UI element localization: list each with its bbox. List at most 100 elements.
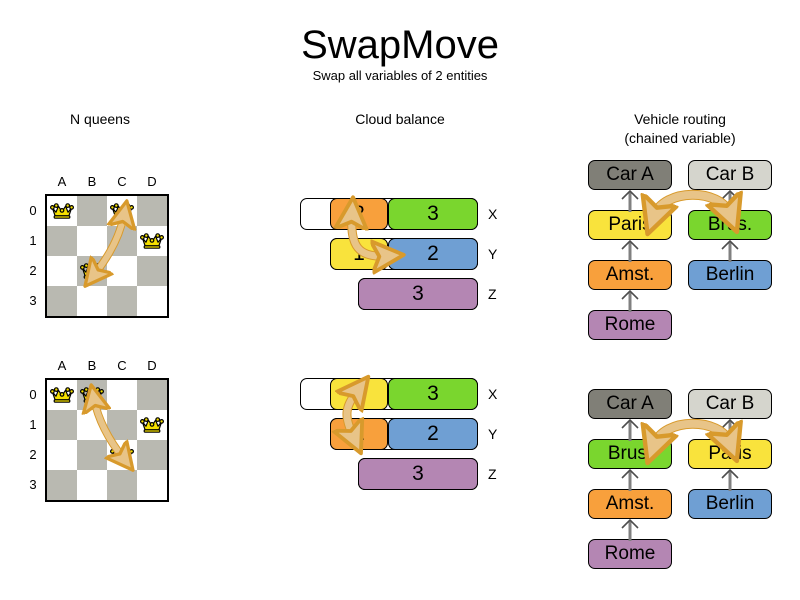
board-row-label: 2: [29, 447, 37, 462]
chain-arrow-icon: [721, 239, 739, 262]
chain-arrow-icon: [621, 239, 639, 262]
computer-label: Z: [488, 466, 497, 482]
board-row-label: 2: [29, 263, 37, 278]
queen-piece[interactable]: [47, 196, 77, 226]
board-cell[interactable]: [47, 286, 77, 316]
board-cell[interactable]: [77, 286, 107, 316]
board-cell[interactable]: [47, 256, 77, 286]
board-cell[interactable]: [107, 380, 137, 410]
page-title: SwapMove: [301, 23, 499, 67]
queen-piece[interactable]: [47, 380, 77, 410]
chain-arrow-icon: [621, 518, 639, 541]
queen-piece[interactable]: [137, 410, 167, 440]
board-row-label: 0: [29, 203, 37, 218]
chain-arrow-icon: [721, 189, 739, 212]
computer-label: X: [488, 386, 498, 402]
customer-node[interactable]: Paris: [688, 439, 772, 469]
board-cell[interactable]: [107, 470, 137, 500]
board-cell[interactable]: [107, 226, 137, 256]
vehicle-node[interactable]: Car B: [688, 160, 772, 190]
board-row-label: 3: [29, 293, 37, 308]
chain-arrow-icon: [621, 468, 639, 491]
board-cell[interactable]: [77, 226, 107, 256]
board-column-label: A: [57, 174, 67, 189]
board-cell[interactable]: [47, 410, 77, 440]
board-cell[interactable]: [77, 410, 107, 440]
vehicle-routing-title-line1: Vehicle routing: [634, 111, 726, 127]
queen-icon: [80, 263, 104, 279]
board-cell[interactable]: [137, 470, 167, 500]
board-cell[interactable]: [107, 286, 137, 316]
vehicle-node[interactable]: Car A: [588, 160, 672, 190]
customer-node[interactable]: Brus.: [588, 439, 672, 469]
process-block[interactable]: 1: [330, 378, 388, 410]
process-block[interactable]: 3: [388, 198, 478, 230]
board-column-label: B: [87, 174, 97, 189]
queen-icon: [50, 203, 74, 219]
customer-node[interactable]: Brus.: [688, 210, 772, 240]
board-column-label: D: [147, 174, 157, 189]
process-block[interactable]: 1: [330, 238, 388, 270]
chain-arrow-icon: [621, 418, 639, 441]
board-row-label: 3: [29, 477, 37, 492]
queen-piece[interactable]: [107, 196, 137, 226]
section-title-vehicle-routing: Vehicle routing (chained variable): [580, 110, 780, 148]
vehicle-node[interactable]: Car B: [688, 389, 772, 419]
customer-node[interactable]: Amst.: [588, 489, 672, 519]
customer-node[interactable]: Berlin: [688, 489, 772, 519]
process-block[interactable]: 2: [330, 198, 388, 230]
customer-node[interactable]: Amst.: [588, 260, 672, 290]
chain-arrow-icon: [721, 468, 739, 491]
queen-icon: [140, 417, 164, 433]
queen-piece[interactable]: [137, 226, 167, 256]
vehicle-node[interactable]: Car A: [588, 389, 672, 419]
process-block[interactable]: 2: [388, 418, 478, 450]
process-block[interactable]: 3: [358, 458, 478, 490]
board-row-label: 1: [29, 233, 37, 248]
queen-piece[interactable]: [77, 380, 107, 410]
process-block[interactable]: 2: [330, 418, 388, 450]
process-block[interactable]: 2: [388, 238, 478, 270]
vehicle-routing-title-line2: (chained variable): [624, 130, 736, 146]
board-cell[interactable]: [47, 440, 77, 470]
computer-label: Z: [488, 286, 497, 302]
board-column-label: D: [147, 358, 157, 373]
chain-arrow-icon: [621, 289, 639, 312]
board-cell[interactable]: [77, 440, 107, 470]
board-cell[interactable]: [137, 256, 167, 286]
customer-node[interactable]: Berlin: [688, 260, 772, 290]
queen-piece[interactable]: [77, 256, 107, 286]
board-cell[interactable]: [137, 440, 167, 470]
board-cell[interactable]: [107, 256, 137, 286]
board-cell[interactable]: [47, 226, 77, 256]
customer-node[interactable]: Rome: [588, 539, 672, 569]
page-subtitle: Swap all variables of 2 entities: [312, 68, 488, 83]
board-column-label: B: [87, 358, 97, 373]
board-cell[interactable]: [137, 380, 167, 410]
board-cell[interactable]: [137, 196, 167, 226]
computer-label: Y: [488, 426, 498, 442]
queen-piece[interactable]: [107, 440, 137, 470]
process-block[interactable]: 3: [358, 278, 478, 310]
board-cell[interactable]: [77, 196, 107, 226]
board-row-label: 1: [29, 417, 37, 432]
process-block[interactable]: 3: [388, 378, 478, 410]
chain-arrow-icon: [621, 189, 639, 212]
computer-label: Y: [488, 246, 498, 262]
board-column-label: C: [117, 174, 127, 189]
board-column-label: A: [57, 358, 67, 373]
board-cell[interactable]: [77, 470, 107, 500]
customer-node[interactable]: Rome: [588, 310, 672, 340]
section-title-nqueens: N queens: [70, 111, 130, 127]
chessboard: [45, 194, 169, 318]
chain-arrow-icon: [721, 418, 739, 441]
queen-icon: [140, 233, 164, 249]
queen-icon: [110, 203, 134, 219]
board-cell[interactable]: [107, 410, 137, 440]
board-cell[interactable]: [47, 470, 77, 500]
board-column-label: C: [117, 358, 127, 373]
queen-icon: [80, 387, 104, 403]
queen-icon: [110, 447, 134, 463]
board-cell[interactable]: [137, 286, 167, 316]
customer-node[interactable]: Paris: [588, 210, 672, 240]
